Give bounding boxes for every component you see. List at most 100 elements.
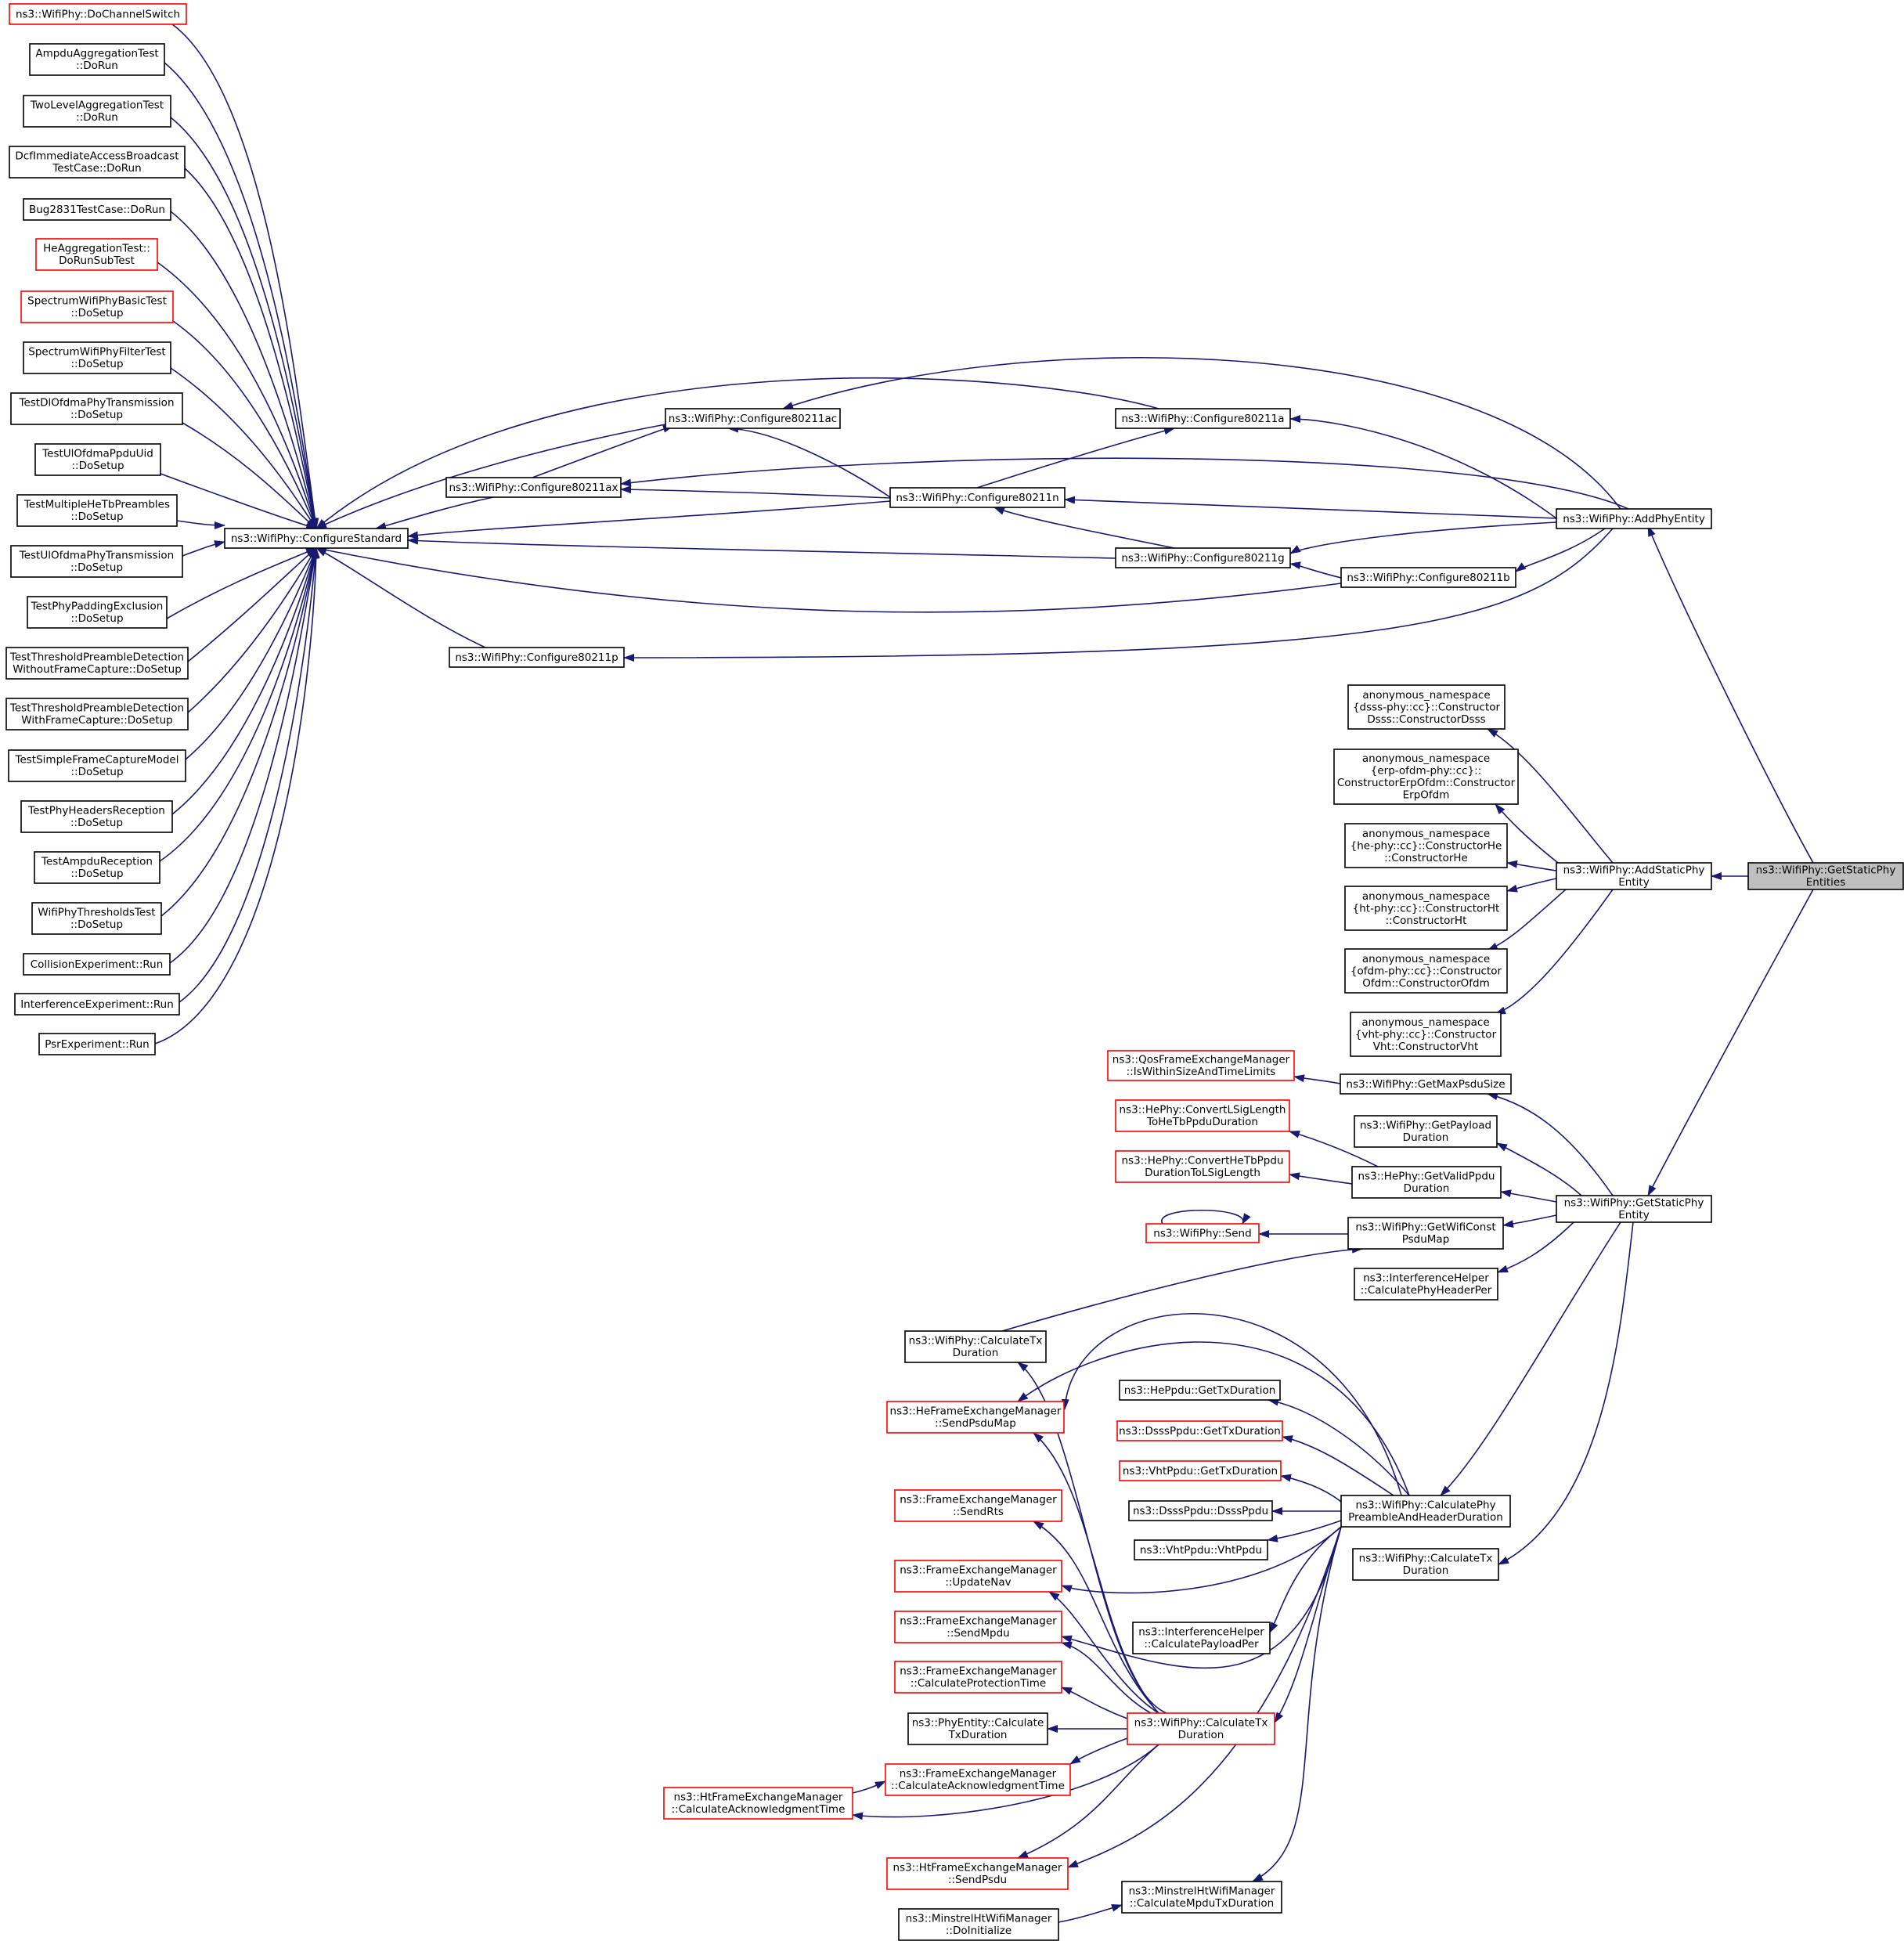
edge-calctx_c-to-htfem_calcack	[852, 1744, 1159, 1820]
node-label: ::UpdateNav	[945, 1576, 1011, 1589]
node-label: SpectrumWifiPhyFilterTest	[28, 346, 165, 359]
node-anon_he[interactable]: anonymous_namespace{he-phy::cc}::Constru…	[1344, 823, 1508, 868]
node-calcpayloadper[interactable]: ns3::InterferenceHelper::CalculatePayloa…	[1132, 1622, 1271, 1654]
node-convhetb[interactable]: ns3::HePhy::ConvertHeTbPpduDurationToLSi…	[1115, 1150, 1290, 1183]
node-label: ns3::VhtPpdu::VhtPpdu	[1140, 1544, 1262, 1557]
node-c80211g[interactable]: ns3::WifiPhy::Configure80211g	[1115, 547, 1291, 568]
node-l2[interactable]: TwoLevelAggregationTest::DoRun	[23, 95, 171, 128]
edge-c80211n-to-c80211a	[976, 427, 1175, 489]
node-anon_vht[interactable]: anonymous_namespace{vht-phy::cc}::Constr…	[1350, 1012, 1502, 1057]
node-box	[445, 477, 622, 498]
node-c80211ax[interactable]: ns3::WifiPhy::Configure80211ax	[445, 477, 622, 498]
node-label: PsduMap	[1402, 1233, 1450, 1246]
node-addphy[interactable]: ns3::WifiPhy::AddPhyEntity	[1556, 508, 1712, 529]
node-fem_sendmpdu[interactable]: ns3::FrameExchangeManager::SendMpdu	[894, 1611, 1062, 1643]
node-l6[interactable]: SpectrumWifiPhyBasicTest::DoSetup	[20, 290, 174, 323]
edge-c80211n-to-c80211ax	[620, 485, 891, 499]
edges	[154, 23, 1814, 1923]
node-fem_calcack[interactable]: ns3::FrameExchangeManager::CalculateAckn…	[885, 1763, 1071, 1796]
node-label: ::CalculatePhyHeaderPer	[1361, 1284, 1492, 1297]
node-c80211a[interactable]: ns3::WifiPhy::Configure80211a	[1115, 408, 1291, 429]
node-l20[interactable]: InterferenceExperiment::Run	[14, 993, 180, 1016]
node-calcpreamble[interactable]: ns3::WifiPhy::CalculatePhyPreambleAndHea…	[1340, 1495, 1511, 1528]
node-l14[interactable]: TestThresholdPreambleDetectionWithFrameC…	[5, 698, 189, 731]
node-minstrel_init[interactable]: ns3::MinstrelHtWifiManager::DoInitialize	[898, 1908, 1059, 1941]
node-fem_updatenav[interactable]: ns3::FrameExchangeManager::UpdateNav	[894, 1560, 1062, 1593]
node-c80211p[interactable]: ns3::WifiPhy::Configure80211p	[449, 647, 625, 668]
node-l7[interactable]: SpectrumWifiPhyFilterTest::DoSetup	[23, 341, 171, 374]
node-configstd[interactable]: ns3::WifiPhy::ConfigureStandard	[224, 528, 409, 549]
node-l12[interactable]: TestPhyPaddingExclusion::DoSetup	[27, 596, 168, 629]
node-send[interactable]: ns3::WifiPhy::Send	[1145, 1223, 1260, 1243]
node-anon_ht[interactable]: anonymous_namespace{ht-phy::cc}::Constru…	[1344, 886, 1508, 931]
node-minstrel_calc[interactable]: ns3::MinstrelHtWifiManager::CalculateMpd…	[1121, 1881, 1282, 1914]
node-anon_ofdm[interactable]: anonymous_namespace{ofdm-phy::cc}::Const…	[1344, 948, 1508, 994]
edge-send-to-send	[1161, 1209, 1251, 1225]
node-l13[interactable]: TestThresholdPreambleDetectionWithoutFra…	[5, 647, 189, 680]
node-htfem_sendpsdu[interactable]: ns3::HtFrameExchangeManager::SendPsdu	[886, 1857, 1069, 1890]
node-l15[interactable]: TestSimpleFrameCaptureModel::DoSetup	[8, 749, 186, 782]
node-fem_sendrts[interactable]: ns3::FrameExchangeManager::SendRts	[894, 1489, 1062, 1522]
node-anon_dsss[interactable]: anonymous_namespace{dsss-phy::cc}::Const…	[1347, 684, 1506, 730]
node-c80211ac[interactable]: ns3::WifiPhy::Configure80211ac	[665, 408, 841, 429]
node-box	[1115, 408, 1291, 429]
edge-l11-to-configstd	[182, 540, 225, 557]
node-c80211b[interactable]: ns3::WifiPhy::Configure80211b	[1340, 567, 1516, 588]
node-l9[interactable]: TestUlOfdmaPpduUid::DoSetup	[34, 443, 161, 476]
node-l1[interactable]: AmpduAggregationTest::DoRun	[29, 43, 165, 76]
node-l8[interactable]: TestDlOfdmaPhyTransmission::DoSetup	[10, 392, 183, 425]
node-box	[1115, 1150, 1290, 1183]
node-label: ns3::FrameExchangeManager	[900, 1665, 1057, 1678]
node-dsssppdu_ctor[interactable]: ns3::DsssPpdu::DsssPpdu	[1128, 1500, 1273, 1521]
node-l3[interactable]: DcfImmediateAccessBroadcastTestCase::DoR…	[9, 146, 186, 179]
edge-c80211ac-to-configstd	[316, 424, 666, 529]
node-label: Ofdm::ConstructorOfdm	[1362, 977, 1490, 990]
node-l5[interactable]: HeAggregationTest::DoRunSubTest	[35, 238, 158, 271]
node-anon_erp[interactable]: anonymous_namespace{erp-ofdm-phy::cc}::C…	[1333, 749, 1519, 805]
node-label: ::DoSetup	[70, 817, 123, 829]
node-l11[interactable]: TestUlOfdmaPhyTransmission::DoSetup	[10, 545, 183, 578]
node-convlsig[interactable]: ns3::HePhy::ConvertLSigLengthToHeTbPpduD…	[1115, 1099, 1290, 1132]
node-l19[interactable]: CollisionExperiment::Run	[23, 953, 171, 976]
node-calcphyhdrper[interactable]: ns3::InterferenceHelper::CalculatePhyHea…	[1354, 1268, 1498, 1301]
node-box	[1747, 862, 1904, 890]
node-label: anonymous_namespace	[1362, 689, 1490, 702]
node-l10[interactable]: TestMultipleHeTbPreambles::DoSetup	[16, 494, 178, 527]
node-hefem_sendpsdumap[interactable]: ns3::HeFrameExchangeManager::SendPsduMap	[886, 1401, 1065, 1434]
node-label: DoRunSubTest	[59, 254, 135, 267]
node-l4[interactable]: Bug2831TestCase::DoRun	[23, 198, 171, 221]
node-dsssppdu_gettx[interactable]: ns3::DsssPpdu::GetTxDuration	[1116, 1420, 1283, 1441]
node-box	[1347, 1217, 1504, 1250]
node-label: ::DoSetup	[70, 409, 123, 421]
edge-l19-to-configstd	[169, 547, 319, 964]
node-c80211n[interactable]: ns3::WifiPhy::Configure80211n	[889, 487, 1066, 508]
node-l17[interactable]: TestAmpduReception::DoSetup	[34, 851, 160, 884]
edge-l20-to-configstd	[178, 547, 319, 1003]
node-getmaxpsdu[interactable]: ns3::WifiPhy::GetMaxPsduSize	[1340, 1073, 1512, 1095]
node-hepdu_gettx[interactable]: ns3::HePpdu::GetTxDuration	[1119, 1380, 1281, 1401]
node-qosfem[interactable]: ns3::QosFrameExchangeManager::IsWithinSi…	[1107, 1050, 1295, 1081]
node-l21[interactable]: PsrExperiment::Run	[38, 1033, 156, 1055]
node-label: Duration	[953, 1347, 999, 1359]
edge-calcpreamble-to-minstrel_calc	[1252, 1526, 1342, 1882]
node-l16[interactable]: TestPhyHeadersReception::DoSetup	[20, 800, 173, 833]
node-vhtppdu_gettx[interactable]: ns3::VhtPpdu::GetTxDuration	[1119, 1460, 1282, 1481]
node-htfem_calcack[interactable]: ns3::HtFrameExchangeManager::CalculateAc…	[663, 1787, 853, 1820]
node-box	[907, 1712, 1048, 1745]
node-vhtppdu_ctor[interactable]: ns3::VhtPpdu::VhtPpdu	[1134, 1539, 1268, 1560]
node-label: ::DoSetup	[70, 868, 123, 880]
node-l18[interactable]: WifiPhyThresholdsTest::DoSetup	[31, 902, 162, 935]
node-fem_calcprot[interactable]: ns3::FrameExchangeManager::CalculateProt…	[894, 1661, 1062, 1694]
node-label: ::DoSetup	[70, 918, 123, 931]
node-l0[interactable]: ns3::WifiPhy::DoChannelSwitch	[9, 3, 187, 25]
